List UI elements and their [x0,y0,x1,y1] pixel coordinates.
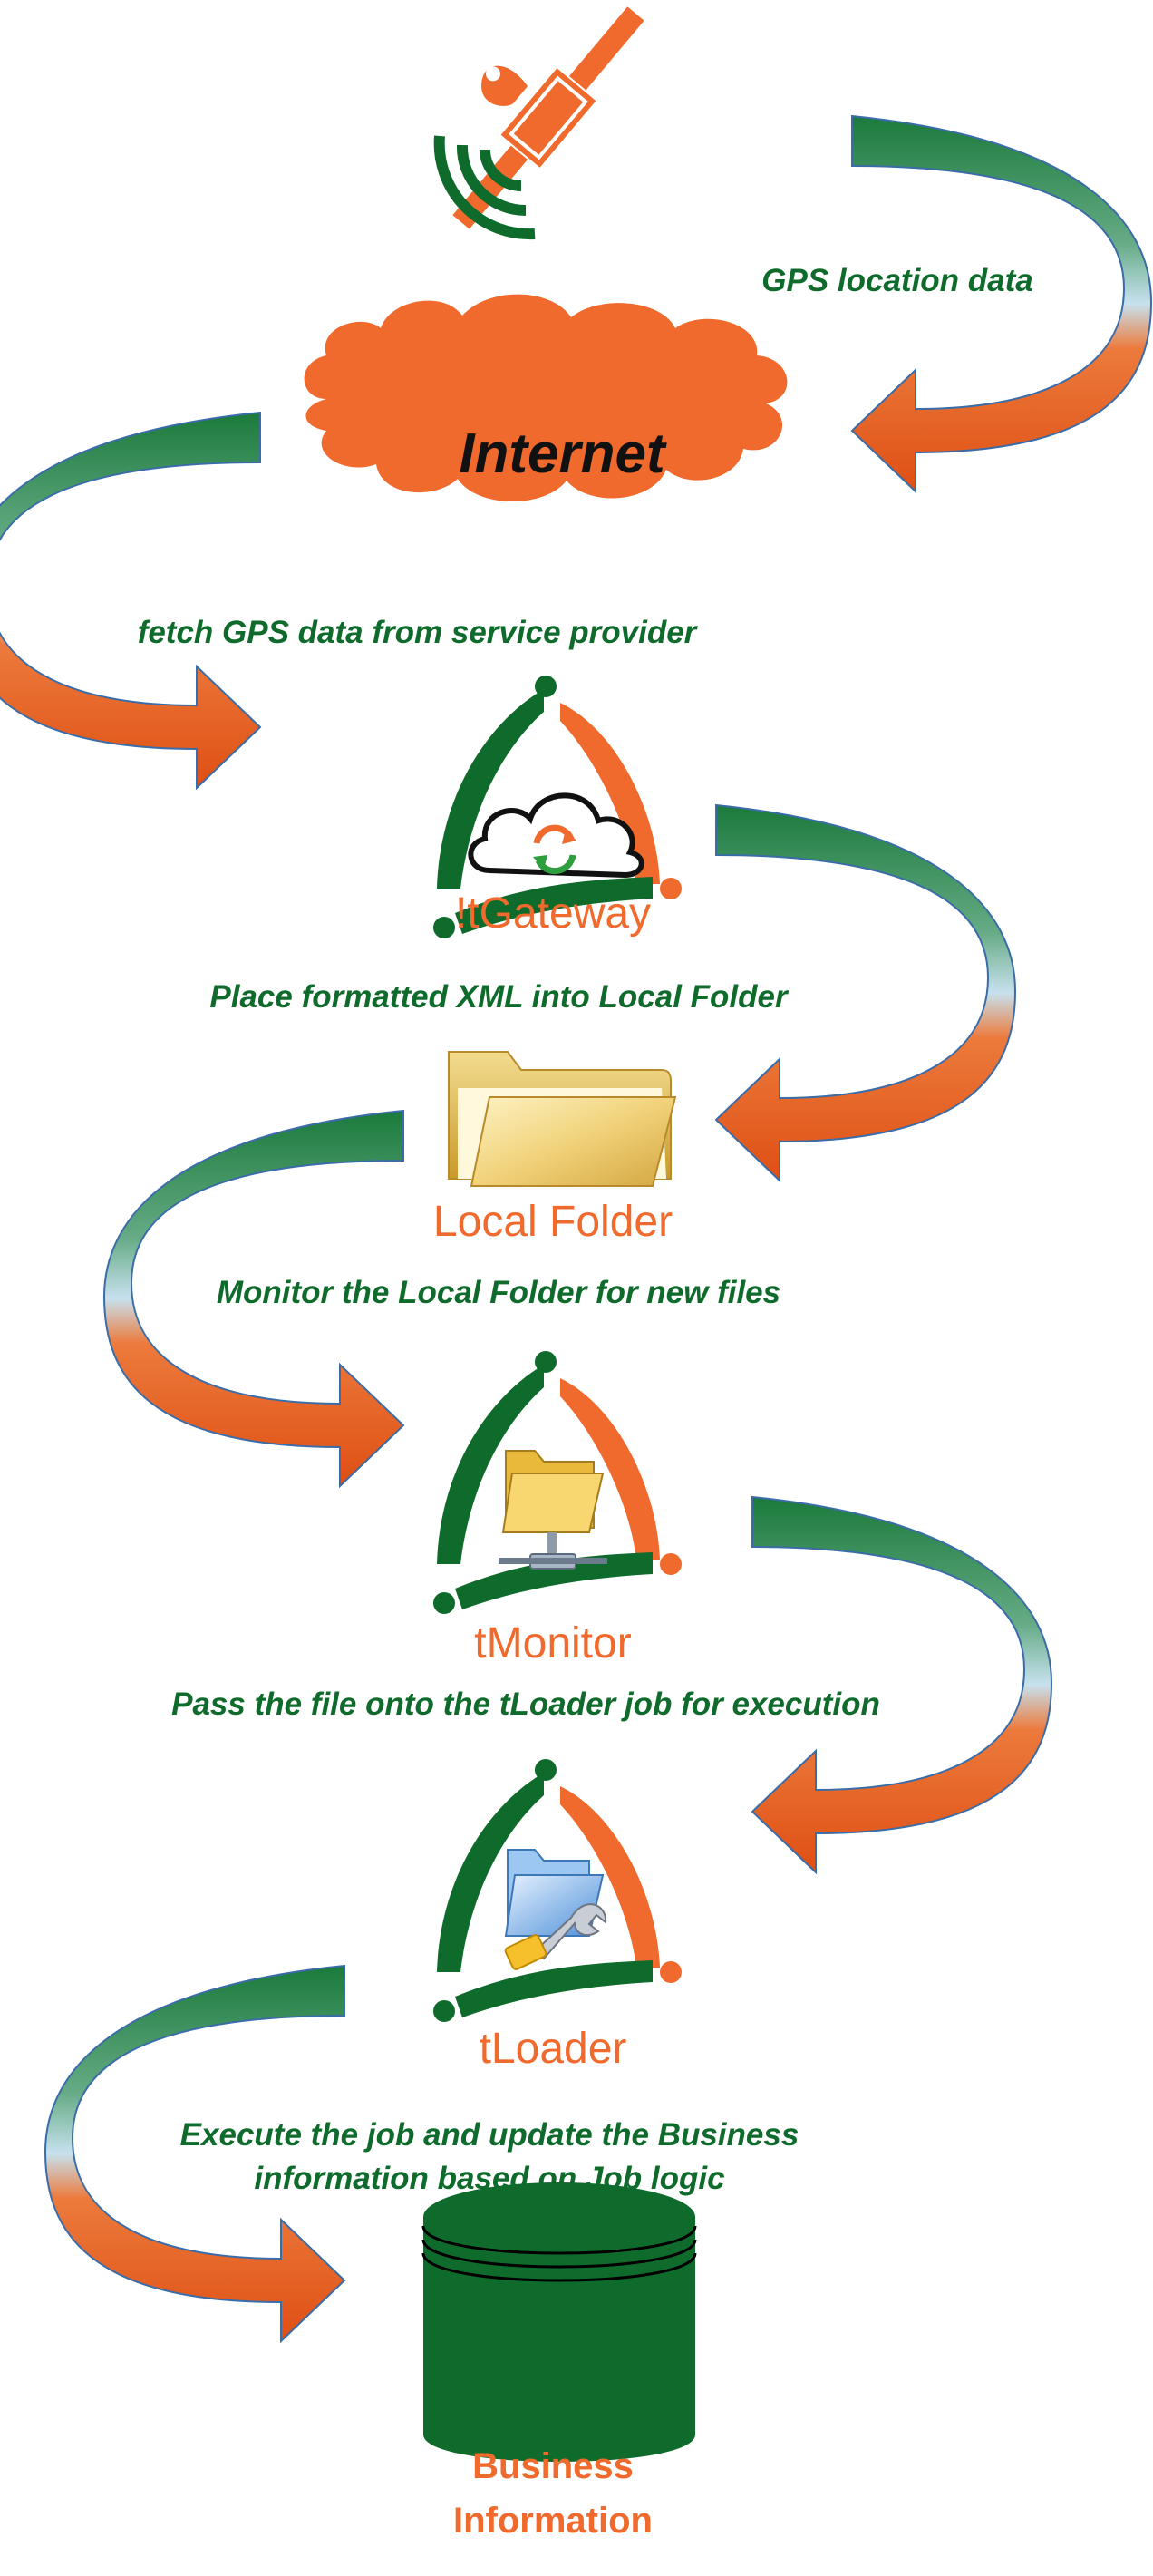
monitor-label: tMonitor [474,1619,632,1667]
step-gps-location-data: GPS location data [761,263,1033,298]
folder-icon [448,1051,677,1187]
step-execute-job-line1: Execute the job and update the Business [179,2117,799,2153]
step-pass-file: Pass the file onto the tLoader job for e… [171,1687,880,1722]
arrow-internet-to-gateway [0,412,261,789]
gateway-logo [433,676,682,938]
folder-wrench-icon [504,1849,607,1970]
arrow-satellite-to-internet [851,115,1152,492]
local-folder-label: Local Folder [432,1198,673,1246]
loader-label: tLoader [479,2025,627,2073]
monitor-logo [433,1351,682,1614]
arrow-loader-to-business [44,1965,345,2342]
step-place-xml: Place formatted XML into Local Folder [209,979,788,1015]
business-label-line1: Business [472,2446,634,2486]
step-execute-job-line2: information based on Job logic [254,2161,725,2196]
gateway-label: !tGateway [454,889,652,938]
internet-label: Internet [459,423,665,485]
step-fetch-gps-data: fetch GPS data from service provider [137,615,697,650]
satellite-signal-icon [433,135,536,240]
business-label-line2: Information [453,2501,653,2541]
loader-logo [433,1759,682,2022]
network-folder-icon [499,1450,607,1570]
satellite-icon [452,6,644,229]
cloud-sync-icon [468,792,644,879]
cloud-icon [304,294,788,502]
arrow-monitor-to-loader [751,1496,1052,1873]
step-monitor-folder: Monitor the Local Folder for new files [216,1275,781,1310]
database-icon [421,2182,697,2462]
